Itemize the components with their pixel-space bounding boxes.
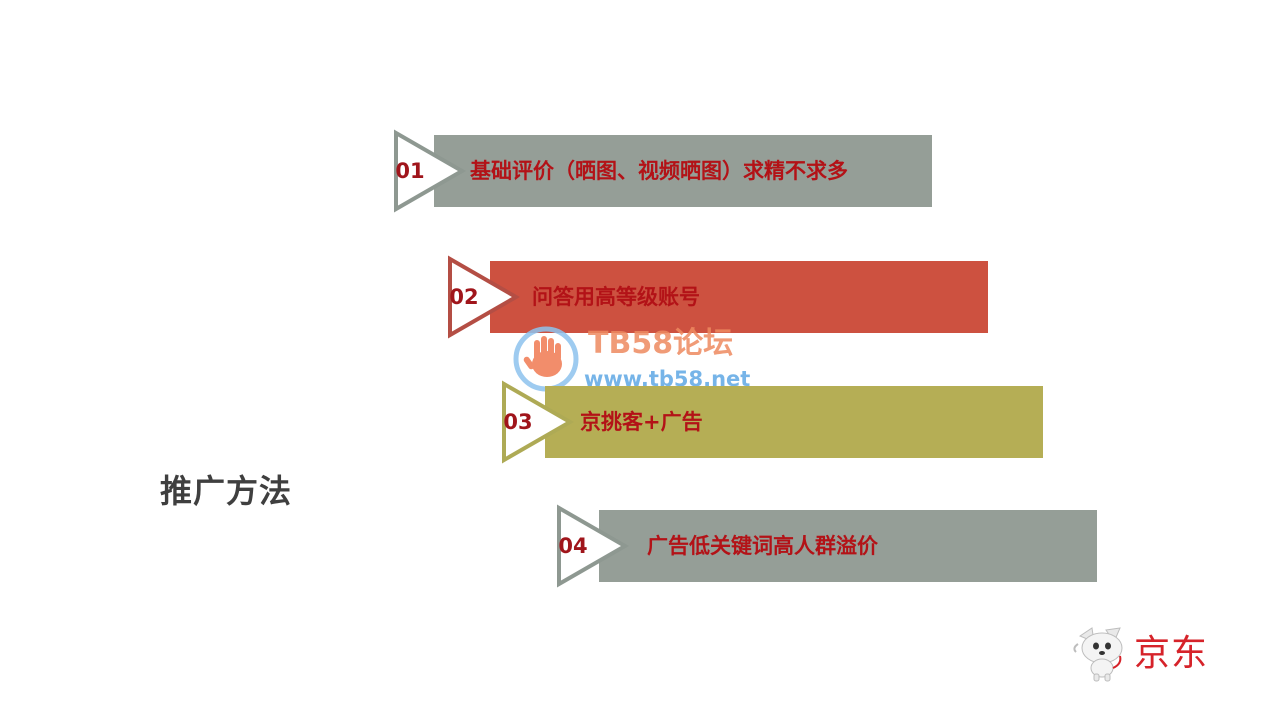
step-label: 基础评价（晒图、视频晒图）求精不求多 (470, 159, 848, 183)
step-number: 03 (503, 410, 533, 434)
jd-dog-mascot-icon (1073, 627, 1123, 682)
step-04: 04 广告低关键词高人群溢价 (557, 504, 1099, 588)
step-number: 04 (558, 534, 588, 558)
step-bar (599, 510, 1097, 582)
step-02: 02 问答用高等级账号 (448, 255, 990, 339)
chevron-arrow-icon (448, 255, 521, 339)
chevron-arrow-icon (394, 129, 467, 213)
step-01: 01 基础评价（晒图、视频晒图）求精不求多 (394, 129, 934, 213)
step-label: 问答用高等级账号 (532, 285, 700, 309)
step-03: 03 京挑客+广告 (502, 380, 1045, 464)
chevron-arrow-icon (557, 504, 630, 588)
step-number: 02 (449, 285, 479, 309)
step-label: 广告低关键词高人群溢价 (647, 534, 878, 558)
watermark-title: TB58论坛 (588, 326, 734, 361)
step-bar (434, 135, 932, 207)
step-bar (490, 261, 988, 333)
step-bar (545, 386, 1043, 458)
watermark: TB58论坛 www.tb58.net (510, 324, 770, 396)
step-label: 京挑客+广告 (580, 410, 703, 434)
step-number: 01 (395, 159, 425, 183)
jd-logo: 京东 (1070, 626, 1230, 682)
chevron-arrow-icon (502, 380, 575, 464)
brand-name: 京东 (1134, 633, 1209, 674)
side-title: 推广方法 (160, 472, 293, 510)
